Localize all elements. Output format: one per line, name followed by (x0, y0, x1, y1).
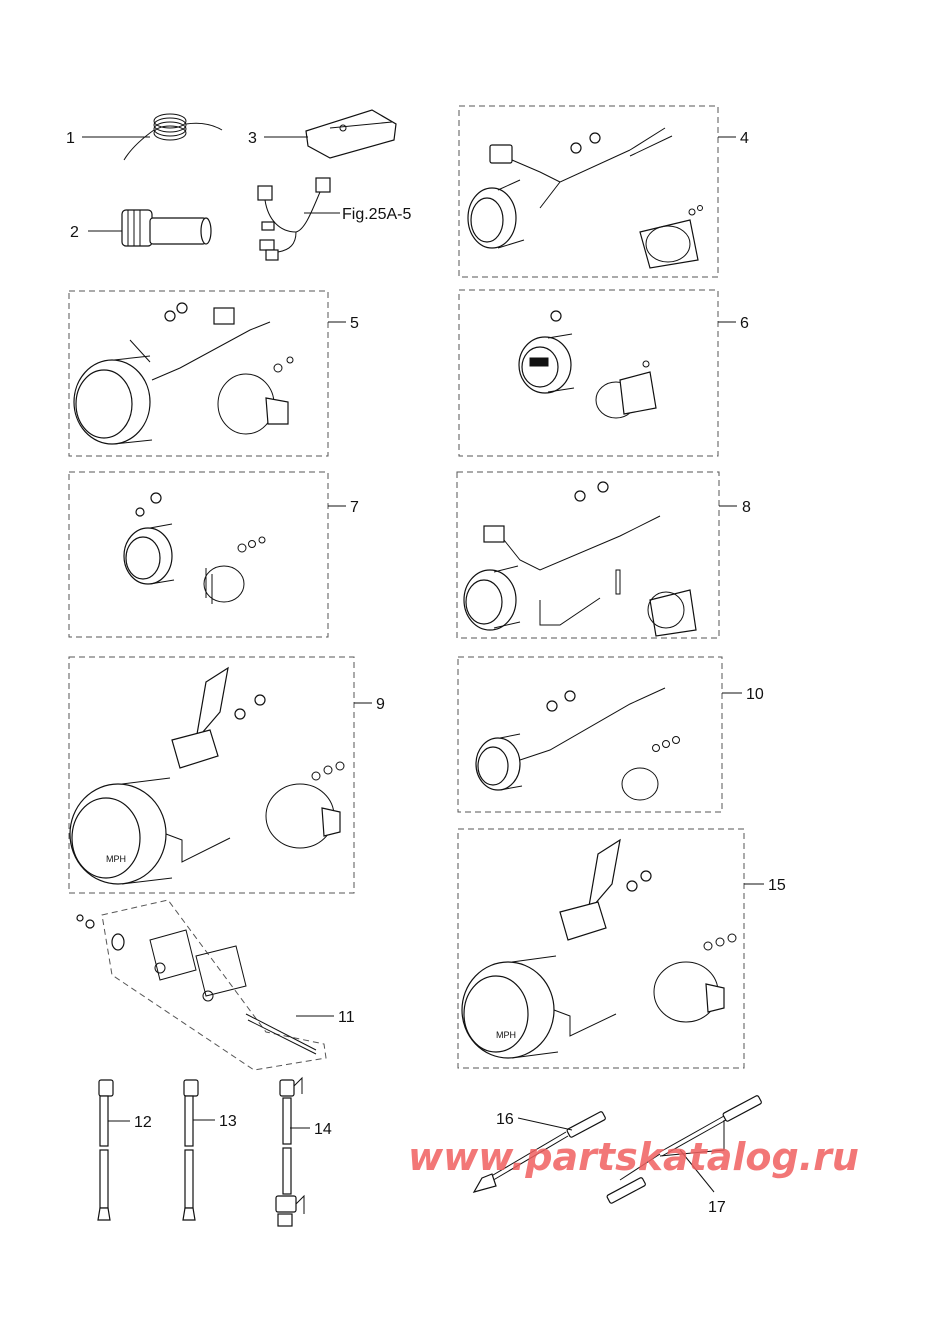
part-12-cable (97, 1079, 114, 1221)
frame-6 (458, 289, 719, 457)
gauge-15-mph-text: MPH (496, 1030, 516, 1040)
gauge-9-mph-text: MPH (106, 854, 126, 864)
callout-17: 17 (708, 1199, 726, 1216)
callout-12: 12 (134, 1114, 152, 1131)
callout-11: 11 (338, 1009, 355, 1026)
callout-5: 5 (350, 315, 359, 332)
harness-fig-25a-5 (257, 177, 331, 261)
callout-1: 1 (66, 130, 75, 147)
callout-14: 14 (314, 1121, 332, 1138)
watermark-text: www.partskatalog.ru (408, 1135, 859, 1179)
part-5-gauge-kit (73, 302, 294, 445)
leader-17 (679, 1149, 715, 1193)
part-11-mount-assembly (76, 899, 327, 1071)
part-15-gauge-kit: MPH (461, 838, 737, 1059)
leader-16 (517, 1117, 573, 1131)
callout-4: 4 (740, 130, 749, 147)
frame-8 (456, 471, 720, 639)
part-3-pouch (305, 109, 397, 159)
frame-7 (68, 471, 329, 638)
callout-13: 13 (219, 1113, 237, 1130)
callout-16: 16 (496, 1111, 514, 1128)
callout-6: 6 (740, 315, 749, 332)
frame-4 (458, 105, 719, 278)
frame-15 (457, 828, 745, 1069)
frame-5 (68, 290, 329, 457)
callout-15: 15 (768, 877, 786, 894)
part-1-coiled-tube (123, 113, 223, 161)
callout-8: 8 (742, 499, 751, 516)
callout-7: 7 (350, 499, 359, 516)
part-14-cable (275, 1076, 305, 1227)
part-4-gauge-kit (467, 127, 703, 269)
frame-10 (457, 656, 723, 813)
part-17-sensor-cable (606, 1095, 762, 1204)
frame-9 (68, 656, 355, 894)
part-9-gauge-kit: MPH (69, 666, 345, 885)
callout-3: 3 (248, 130, 257, 147)
callout-10: 10 (746, 686, 764, 703)
part-10-gauge-kit (475, 687, 680, 801)
part-2-hose-fitting (121, 209, 212, 247)
part-6-gauge-kit (518, 310, 657, 419)
callout-2: 2 (70, 224, 79, 241)
part-8-gauge-kit (463, 481, 697, 637)
callout-9: 9 (376, 696, 385, 713)
part-13-cable (182, 1079, 199, 1221)
part-16-sensor-cable (472, 1111, 606, 1193)
callout-fig-25a-5: Fig.25A-5 (342, 206, 411, 223)
part-7-gauge-kit (123, 492, 266, 604)
